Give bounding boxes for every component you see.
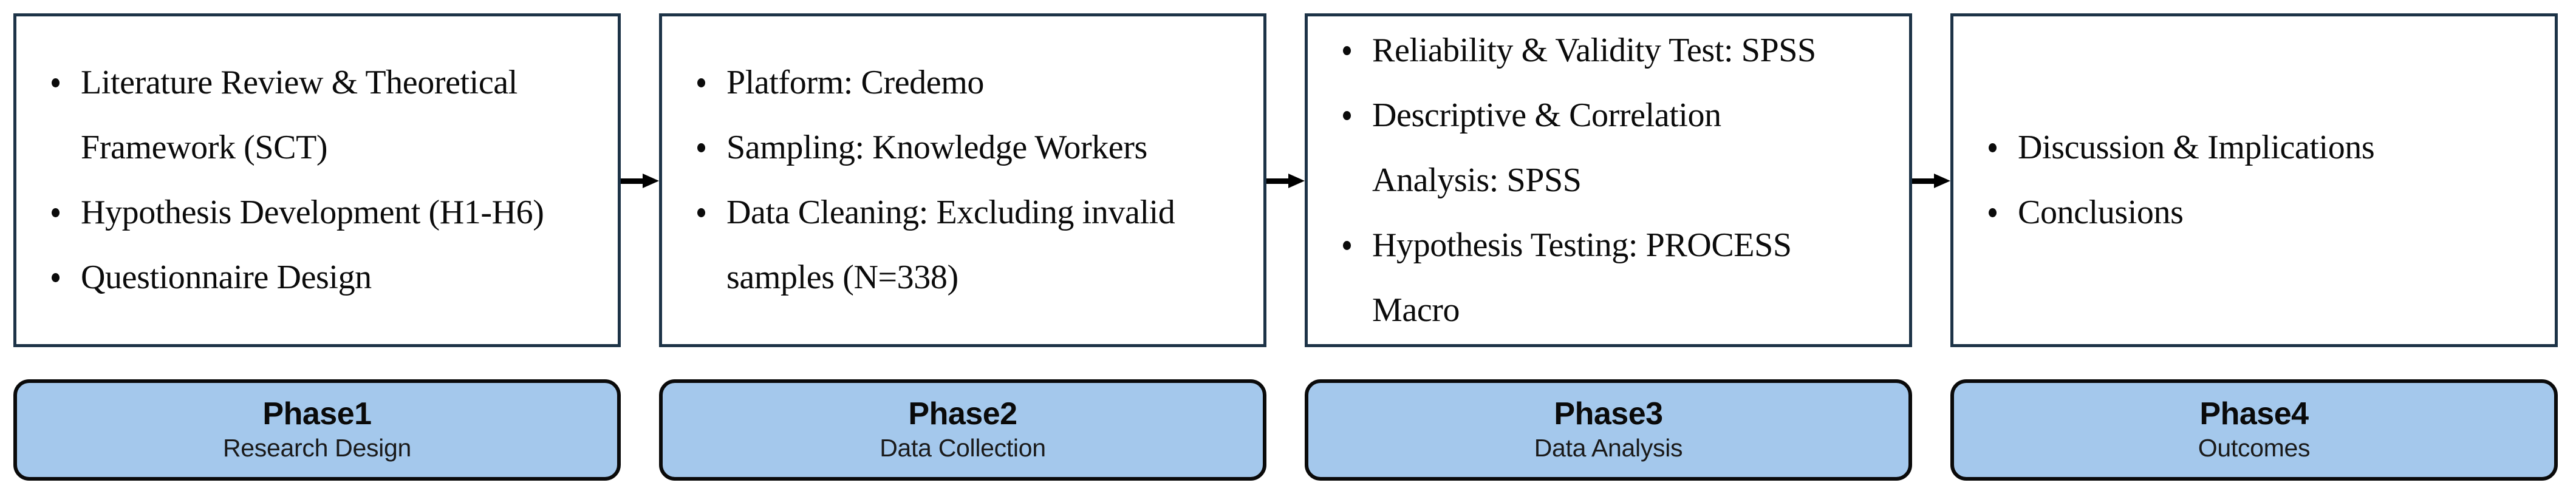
phase-subtitle: Data Analysis [1534,433,1683,462]
list-item: Data Cleaning: Excluding invalid samples… [683,180,1246,310]
content-box-phase-1: Literature Review & Theoretical Framewor… [13,13,621,347]
right-margin-spacer [2558,0,2572,494]
bullet-line: Literature Review & Theoretical [81,64,518,101]
bullet-line: Hypothesis Development (H1-H6) [81,194,544,231]
list-item: Conclusions [1974,180,2538,245]
arrow-head [1288,174,1305,188]
phase-title: Phase1 [262,396,372,431]
bullet-line: Sampling: Knowledge Workers [726,129,1147,166]
content-box-phase-2: Platform: Credemo Sampling: Knowledge Wo… [659,13,1266,347]
right-arrow-icon [621,174,659,188]
bullet-list-phase-1: Literature Review & Theoretical Framewor… [16,50,618,310]
bullet-line: Hypothesis Testing: PROCESS [1372,226,1792,264]
arrow-shaft [1912,178,1940,184]
list-item: Sampling: Knowledge Workers [683,115,1246,180]
phase-title: Phase3 [1554,396,1663,431]
bullet-list-phase-4: Discussion & Implications Conclusions [1953,115,2555,245]
bullet-line-continuation: Analysis: SPSS [1372,161,1582,199]
connector-gap-2 [1266,0,1305,494]
list-item: Discussion & Implications [1974,115,2538,180]
bullet-line: Data Cleaning: Excluding invalid [726,194,1175,231]
bullet-line: Discussion & Implications [2018,129,2375,166]
list-item: Hypothesis Testing: PROCESS Macro [1328,213,1892,343]
bullet-line: Questionnaire Design [81,259,372,296]
list-item: Platform: Credemo [683,50,1246,115]
bullet-line: Conclusions [2018,194,2184,231]
phase-subtitle: Outcomes [2198,433,2311,462]
bullet-list-phase-3: Reliability & Validity Test: SPSS Descri… [1308,18,1909,343]
list-item: Questionnaire Design [37,245,601,310]
phase-subtitle: Research Design [223,433,411,462]
bullet-line-continuation: Framework (SCT) [81,129,328,166]
connector-gap-3 [1912,0,1950,494]
right-arrow-icon [1266,174,1305,188]
flow-column-phase-3: Reliability & Validity Test: SPSS Descri… [1305,0,1912,494]
arrow-head [643,174,659,188]
phase-box-phase-2: Phase2 Data Collection [659,379,1266,481]
phase-box-phase-4: Phase4 Outcomes [1950,379,2558,481]
bullet-line: Reliability & Validity Test: SPSS [1372,31,1816,69]
bullet-line-continuation: samples (N=338) [726,259,958,296]
phase-subtitle: Data Collection [880,433,1046,462]
arrow-shaft [621,178,649,184]
arrow-head [1934,174,1950,188]
right-arrow-icon [1912,174,1950,188]
list-item: Reliability & Validity Test: SPSS [1328,18,1892,83]
bullet-line: Descriptive & Correlation [1372,96,1721,134]
list-item: Literature Review & Theoretical Framewor… [37,50,601,180]
phase-title: Phase4 [2199,396,2309,431]
flow-column-phase-2: Platform: Credemo Sampling: Knowledge Wo… [659,0,1266,494]
left-margin-spacer [0,0,13,494]
list-item: Descriptive & Correlation Analysis: SPSS [1328,83,1892,213]
content-box-phase-4: Discussion & Implications Conclusions [1950,13,2558,347]
content-box-phase-3: Reliability & Validity Test: SPSS Descri… [1305,13,1912,347]
phase-box-phase-3: Phase3 Data Analysis [1305,379,1912,481]
arrow-shaft [1266,178,1294,184]
list-item: Hypothesis Development (H1-H6) [37,180,601,245]
flow-column-phase-4: Discussion & Implications Conclusions Ph… [1950,0,2558,494]
phase-box-phase-1: Phase1 Research Design [13,379,621,481]
bullet-line-continuation: Macro [1372,291,1460,329]
bullet-line: Platform: Credemo [726,64,985,101]
phase-title: Phase2 [908,396,1017,431]
flow-column-phase-1: Literature Review & Theoretical Framewor… [13,0,621,494]
connector-gap-1 [621,0,659,494]
bullet-list-phase-2: Platform: Credemo Sampling: Knowledge Wo… [662,50,1263,310]
